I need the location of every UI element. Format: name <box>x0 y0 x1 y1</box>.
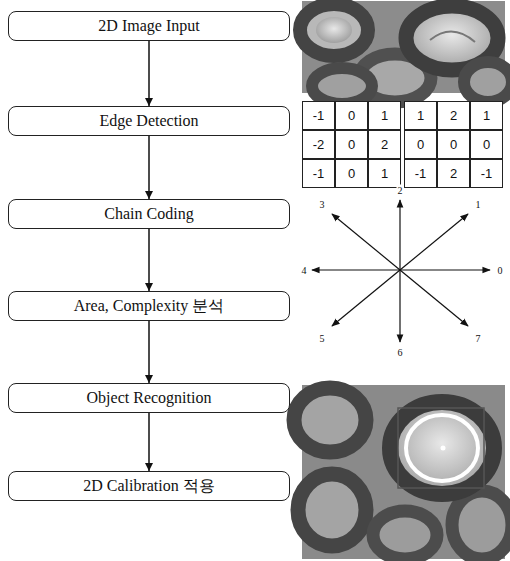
input-photo <box>300 1 510 104</box>
process-box: Area, Complexity 분석 <box>8 291 290 321</box>
table-cell: -1 <box>404 159 437 188</box>
table-cell: 2 <box>368 130 401 159</box>
table-cell: 1 <box>404 101 437 130</box>
direction-number: 5 <box>319 333 326 344</box>
table-cell: 2 <box>437 159 470 188</box>
flow-arrow <box>148 229 150 291</box>
flow-arrow <box>148 413 150 471</box>
table-cell: 1 <box>368 101 401 130</box>
box-label: 2D Image Input <box>98 16 199 35</box>
table-cell: -1 <box>302 159 335 188</box>
process-box: 2D Calibration 적용 <box>8 471 290 501</box>
table-cell: 0 <box>437 130 470 159</box>
box-label: Object Recognition <box>87 388 212 407</box>
chain-code-directions <box>312 200 490 342</box>
direction-number: 6 <box>397 347 404 358</box>
table-cell: 0 <box>335 130 368 159</box>
table-cell: 2 <box>437 101 470 130</box>
table-cell: 1 <box>470 101 503 130</box>
direction-number: 2 <box>397 185 404 196</box>
table-cell: 0 <box>335 159 368 188</box>
direction-number: 1 <box>475 199 482 210</box>
table-cell: 0 <box>335 101 368 130</box>
process-box: Chain Coding <box>8 199 290 229</box>
table-cell: 0 <box>404 130 437 159</box>
table-cell: -2 <box>302 130 335 159</box>
direction-number: 4 <box>301 265 308 276</box>
recognition-photo <box>294 385 510 559</box>
flow-arrow <box>148 321 150 383</box>
process-box: Object Recognition <box>8 383 290 413</box>
direction-number: 7 <box>475 333 482 344</box>
process-box: Edge Detection <box>8 106 290 136</box>
flow-arrow <box>148 41 150 106</box>
box-label: 2D Calibration 적용 <box>83 476 215 495</box>
table-cell: -1 <box>470 159 503 188</box>
table-cell: 0 <box>470 130 503 159</box>
flow-arrow <box>148 136 150 199</box>
process-box: 2D Image Input <box>8 11 290 41</box>
box-label: Chain Coding <box>104 204 193 223</box>
direction-number: 3 <box>319 199 326 210</box>
box-label: Edge Detection <box>99 111 198 130</box>
table-cell: -1 <box>302 101 335 130</box>
box-label: Area, Complexity 분석 <box>74 296 225 315</box>
direction-number: 0 <box>497 265 504 276</box>
